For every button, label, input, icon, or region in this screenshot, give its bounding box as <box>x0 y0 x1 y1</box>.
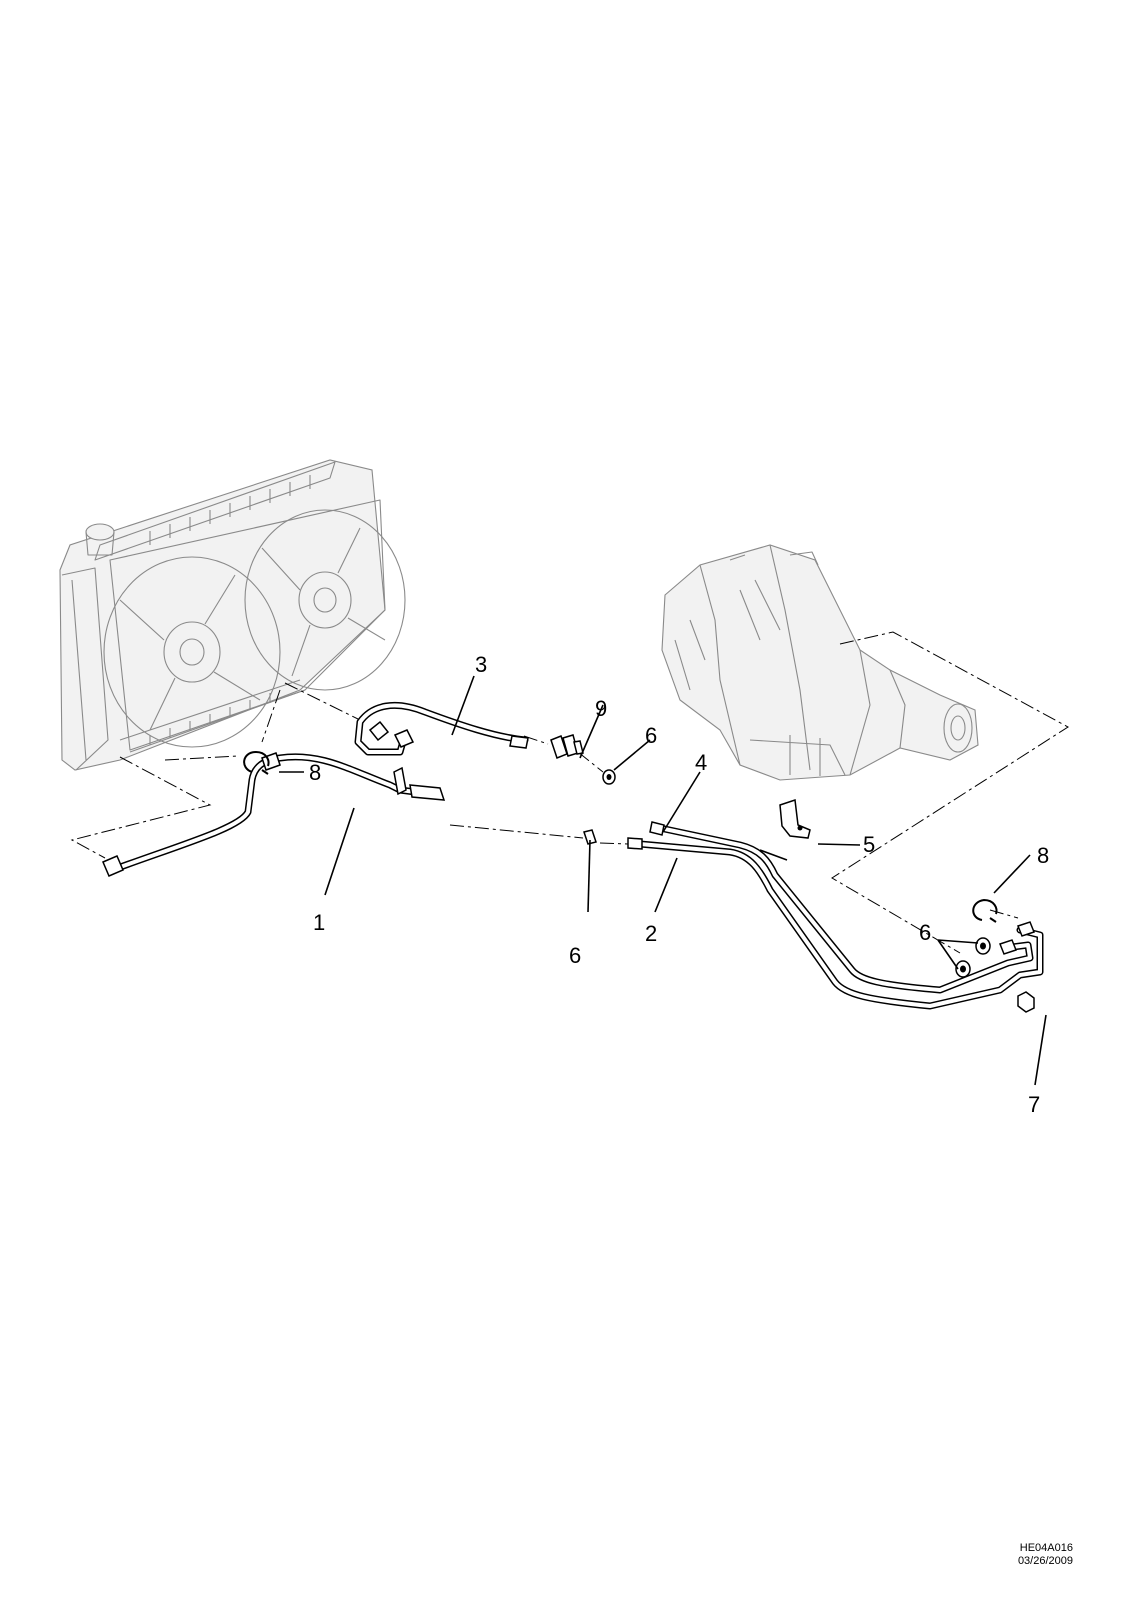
part-9-connector <box>550 734 584 759</box>
fan-left <box>103 556 281 748</box>
fan-right <box>244 509 406 691</box>
callout-6-bottom: 6 <box>569 943 581 968</box>
callout-9: 9 <box>595 696 607 721</box>
diagram-code: HE04A016 <box>1019 1542 1073 1554</box>
part-6-seals-transmission <box>955 937 991 978</box>
alignment-lines <box>70 631 1069 954</box>
callout-1: 1 <box>313 910 325 935</box>
callout-8-right: 8 <box>1037 843 1049 868</box>
part-6-seal-upper <box>602 769 616 785</box>
callout-labels: 1 2 3 4 5 6 6 6 7 8 8 9 <box>309 652 1049 1117</box>
callout-2: 2 <box>645 921 657 946</box>
transmission-assembly <box>661 544 979 781</box>
part-3-cooler-hose <box>354 701 529 756</box>
callout-4: 4 <box>695 750 707 775</box>
part-8-clip-left <box>243 750 270 775</box>
part-5-bracket <box>779 798 811 839</box>
callout-8-left: 8 <box>309 760 321 785</box>
radiator-fan-assembly <box>59 459 406 771</box>
callout-5: 5 <box>863 832 875 857</box>
diagram-footer: HE04A016 03/26/2009 <box>1018 1542 1073 1568</box>
diagram-date: 03/26/2009 <box>1017 1555 1073 1567</box>
callout-6-top: 6 <box>645 723 657 748</box>
leader-lines <box>279 675 1047 1086</box>
part-6-seal-lower <box>583 829 597 845</box>
part-2-4-cooler-lines <box>627 821 1044 1010</box>
callout-3: 3 <box>475 652 487 677</box>
part-7-nut <box>1017 991 1035 1013</box>
part-8-clip-right <box>972 898 998 923</box>
part-1-cooler-hose <box>102 752 446 877</box>
callout-6-right: 6 <box>919 920 931 945</box>
callout-7: 7 <box>1028 1092 1040 1117</box>
